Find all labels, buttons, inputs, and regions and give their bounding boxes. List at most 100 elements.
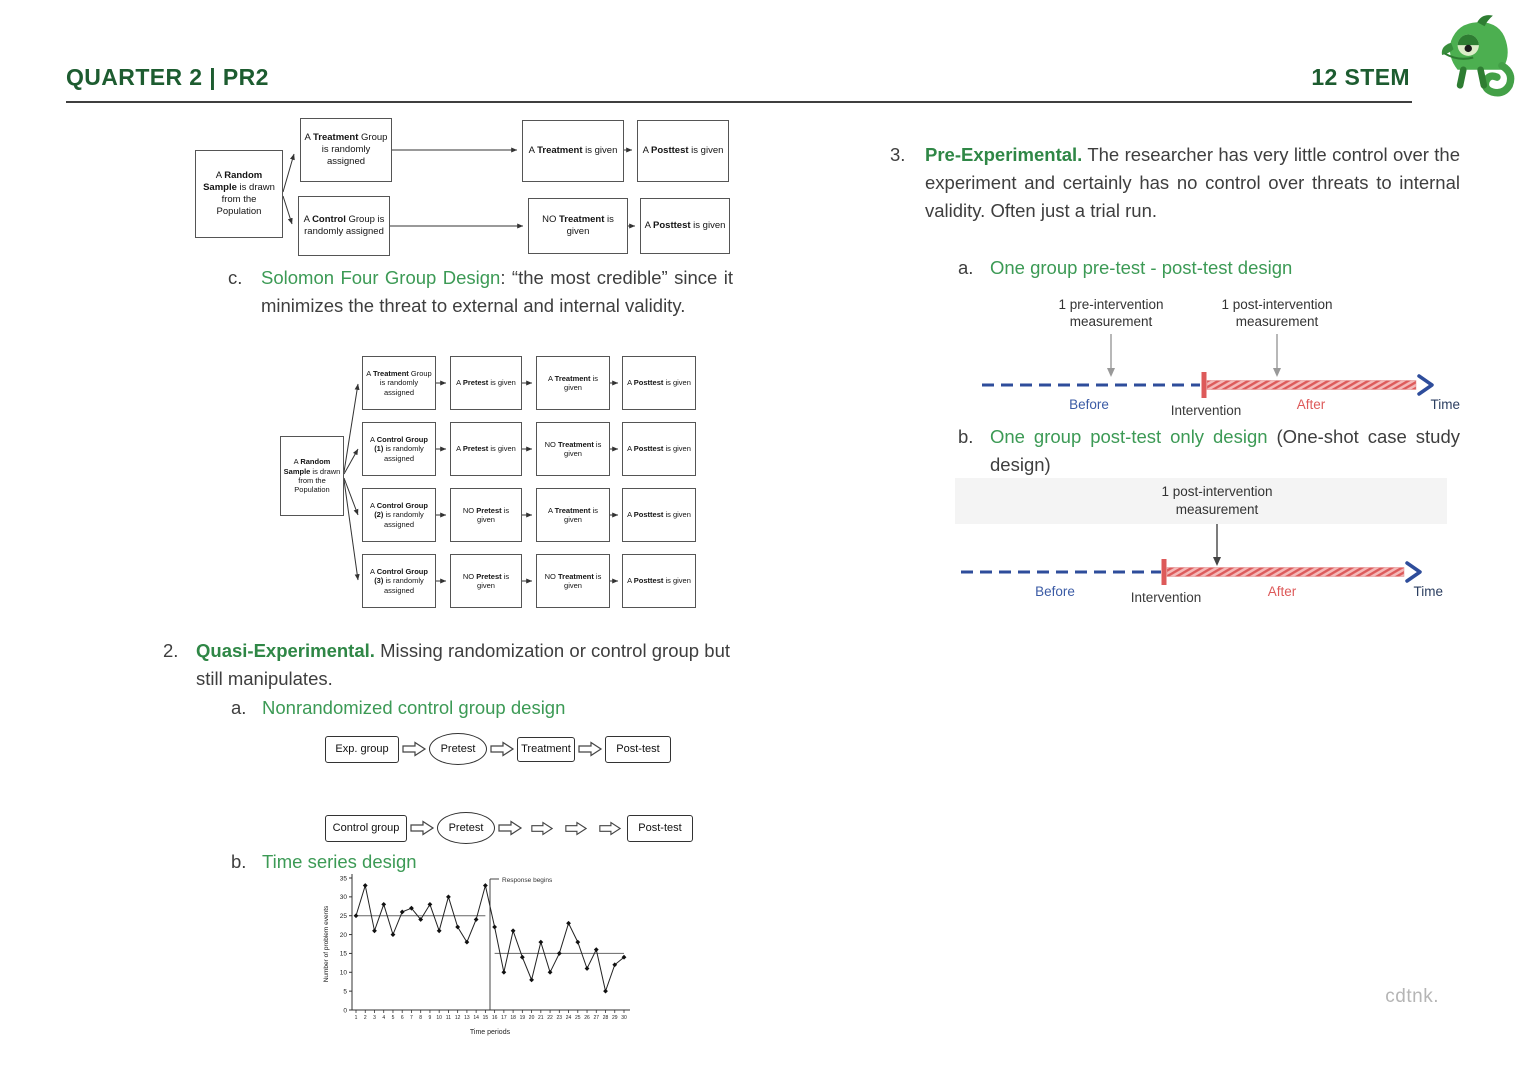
svg-text:10: 10 [340, 970, 348, 977]
treatment-given-box: A Treatment is given [522, 120, 624, 182]
solomon-r3-group-box: A Control Group (2) is randomly assigned [362, 488, 436, 542]
solomon-design-text: : “the most credible” since it minimizes… [261, 267, 733, 316]
list-item-pre-experimental: 3. Pre-Experimental. The researcher has … [890, 141, 1460, 225]
svg-text:4: 4 [382, 1015, 385, 1021]
svg-text:26: 26 [584, 1015, 590, 1021]
svg-text:15: 15 [340, 951, 348, 958]
list-marker-c: c. [228, 267, 243, 288]
svg-text:27: 27 [593, 1015, 599, 1021]
posttest-box: Post-test [627, 814, 693, 842]
pre-measurement-label: measurement [1070, 314, 1153, 329]
svg-text:14: 14 [473, 1015, 479, 1021]
pretest-posttest-design-label: One group pre-test - post-test design [990, 257, 1293, 278]
no-treatment-box: NO Treatment is given [528, 198, 628, 254]
chameleon-logo [1441, 15, 1515, 97]
block-arrow-icon [599, 820, 622, 836]
after-hatched-line [1206, 380, 1417, 390]
time-label: Time [1414, 584, 1444, 599]
svg-text:30: 30 [621, 1015, 627, 1021]
list-item-body: Nonrandomized control group design [262, 694, 731, 722]
solomon-r4-group-box: A Control Group (3) is randomly assigned [362, 554, 436, 608]
watermark: cdtnk. [1385, 986, 1439, 1007]
posttest-only-design-label: One group post-test only design [990, 426, 1268, 447]
svg-text:25: 25 [340, 913, 348, 920]
svg-text:3: 3 [373, 1015, 376, 1021]
quasi-experimental-text: Missing randomization or control group b… [196, 640, 730, 689]
list-item-posttest-only: b. One group post-test only design (One-… [958, 423, 1460, 479]
svg-text:5: 5 [343, 988, 347, 995]
list-item-body: One group post-test only design (One-sho… [990, 423, 1460, 479]
exp-group-box: Exp. group [325, 735, 399, 763]
svg-text:11: 11 [446, 1015, 451, 1021]
solomon-r3-pretest-box: NO Pretest is given [450, 488, 522, 542]
solomon-r3-treatment-box: A Treatment is given [536, 488, 610, 542]
svg-text:0: 0 [343, 1007, 347, 1014]
list-marker-b: b. [231, 851, 247, 872]
solomon-r4-posttest-box: A Posttest is given [622, 554, 696, 608]
y-axis-title: Number of problem events [323, 905, 330, 982]
svg-text:23: 23 [557, 1015, 563, 1021]
svg-text:19: 19 [520, 1015, 526, 1021]
after-hatched-line [1166, 567, 1405, 577]
svg-text:28: 28 [603, 1015, 609, 1021]
svg-text:10: 10 [436, 1015, 442, 1021]
svg-text:17: 17 [501, 1015, 507, 1021]
randomized-posttest-design-diagram: A Random Sample is drawn from the Popula… [195, 112, 740, 270]
intervention-label: Intervention [1131, 590, 1202, 605]
list-marker-b: b. [958, 426, 974, 447]
svg-text:6: 6 [401, 1015, 404, 1021]
list-marker-2: 2. [163, 640, 179, 661]
after-label: After [1268, 584, 1297, 599]
time-series-design-label: Time series design [262, 851, 417, 872]
list-item-pretest-posttest: a. One group pre-test - post-test design [958, 254, 1460, 282]
control-group-box: A Control Group is randomly assigned [298, 196, 390, 256]
block-arrow-icon [402, 741, 427, 757]
pre-experimental-text: The researcher has very little control o… [925, 144, 1460, 221]
block-arrow-icon [531, 820, 554, 836]
svg-text:20: 20 [529, 1015, 535, 1021]
down-arrow-icon [1273, 368, 1281, 377]
page-title: QUARTER 2 | PR2 [66, 64, 269, 90]
random-sample-box: A Random Sample is drawn from the Popula… [280, 436, 344, 516]
svg-text:24: 24 [566, 1015, 572, 1021]
timeline-arrowhead-icon [1405, 561, 1422, 583]
posttest-box: A Posttest is given [640, 198, 730, 254]
list-item-nonrandomized: a. Nonrandomized control group design [231, 694, 731, 722]
after-label: After [1297, 397, 1326, 412]
grade-badge: 12 STEM [1311, 64, 1410, 90]
svg-text:35: 35 [340, 875, 348, 882]
svg-text:16: 16 [492, 1015, 498, 1021]
pretest-posttest-timeline-diagram: 1 pre-intervention measurement 1 post-in… [982, 297, 1461, 418]
time-label: Time [1431, 397, 1461, 412]
diagram-connectors [282, 147, 636, 229]
svg-text:7: 7 [410, 1015, 413, 1021]
svg-text:15: 15 [483, 1015, 489, 1021]
list-item-body: Quasi-Experimental. Missing randomizatio… [196, 637, 730, 693]
block-arrow-icon [498, 820, 523, 836]
pre-experimental-label: Pre-Experimental. [925, 144, 1083, 165]
list-marker-3: 3. [890, 144, 906, 165]
block-arrow-icon [565, 820, 588, 836]
control-group-flow: Control group Pretest Post-test [325, 812, 693, 844]
random-sample-box: A Random Sample is drawn from the Popula… [195, 150, 283, 238]
svg-text:29: 29 [612, 1015, 618, 1021]
list-item-body: Pre-Experimental. The researcher has ver… [925, 141, 1460, 225]
intervention-label: Intervention [1171, 403, 1242, 418]
pretest-oval: Pretest [437, 812, 495, 844]
svg-text:22: 22 [547, 1015, 553, 1021]
list-item-time-series: b. Time series design [231, 848, 631, 876]
solomon-r1-group-box: A Treatment Group is randomly assigned [362, 356, 436, 410]
svg-text:25: 25 [575, 1015, 581, 1021]
block-arrow-icon [410, 820, 435, 836]
solomon-r2-group-box: A Control Group (1) is randomly assigned [362, 422, 436, 476]
svg-text:21: 21 [538, 1015, 544, 1021]
solomon-r4-pretest-box: NO Pretest is given [450, 554, 522, 608]
solomon-r3-posttest-box: A Posttest is given [622, 488, 696, 542]
post-measurement-label: measurement [1176, 502, 1259, 517]
svg-text:13: 13 [464, 1015, 470, 1021]
before-label: Before [1035, 584, 1075, 599]
svg-text:1: 1 [355, 1015, 358, 1021]
list-item-solomon: c. Solomon Four Group Design: “the most … [228, 264, 733, 320]
solomon-r1-pretest-box: A Pretest is given [450, 356, 522, 410]
post-measurement-label: 1 post-intervention [1221, 297, 1332, 312]
